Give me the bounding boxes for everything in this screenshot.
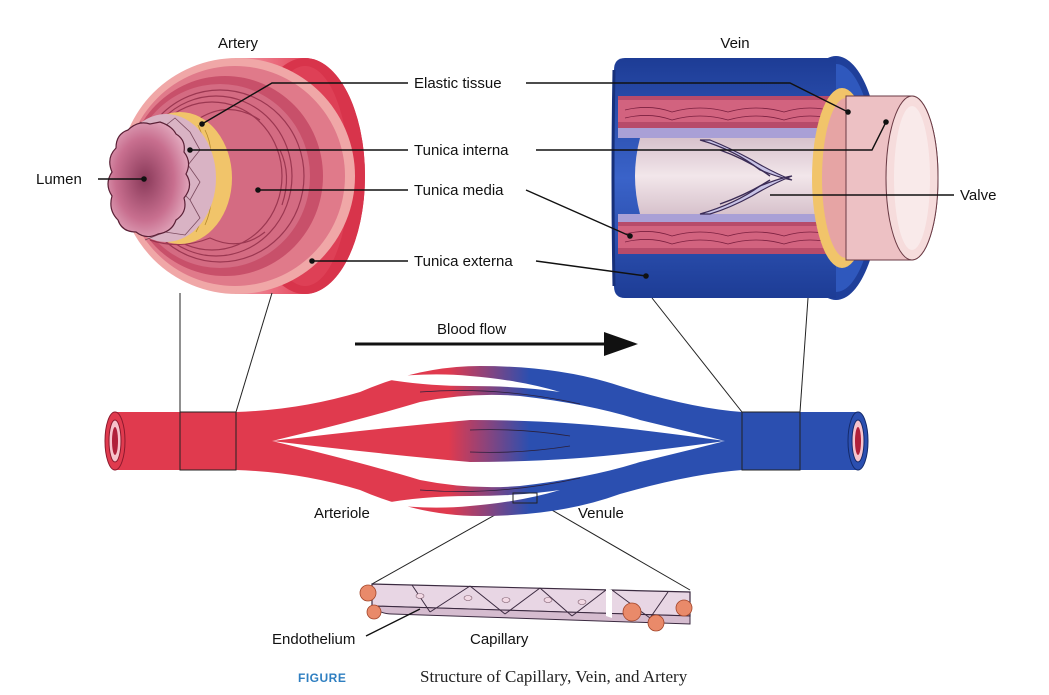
tunica-media-leader-right xyxy=(525,189,631,237)
figure-tag: FIGURE xyxy=(298,671,346,685)
tunica-interna-leader-right xyxy=(536,121,887,151)
artery-cross-section xyxy=(107,58,365,294)
valve-label: Valve xyxy=(960,187,996,204)
figure-caption: Structure of Capillary, Vein, and Artery xyxy=(420,667,688,686)
tunica-media-dot-left xyxy=(255,187,261,193)
artery-label: Artery xyxy=(218,35,259,52)
capillary-closeup xyxy=(359,583,693,632)
artery-zoom-box xyxy=(179,411,237,471)
venule-label: Venule xyxy=(578,505,624,522)
tunica-media-label: Tunica media xyxy=(414,182,504,199)
tunica-externa-label: Tunica externa xyxy=(414,253,513,270)
vessel-network xyxy=(104,366,869,516)
tunica-externa-dot-right xyxy=(643,273,649,279)
vein-cross-section xyxy=(611,56,939,300)
vein-label: Vein xyxy=(720,35,749,52)
tunica-media-dot-right xyxy=(627,233,633,239)
lumen-label: Lumen xyxy=(36,171,82,188)
elastic-tissue-leader-right xyxy=(526,82,849,113)
tunica-interna-dot-left xyxy=(187,147,193,153)
tunica-externa-leader-right xyxy=(535,260,647,277)
blood-flow-label: Blood flow xyxy=(437,321,506,338)
blood-flow-arrow: Blood flow xyxy=(355,321,638,356)
elastic-tissue-dot-left xyxy=(199,121,205,127)
endothelium-leader xyxy=(365,608,421,637)
endothelium-label: Endothelium xyxy=(272,631,355,648)
arteriole-label: Arteriole xyxy=(314,505,370,522)
capillary-label: Capillary xyxy=(470,631,529,648)
capillary-zoom-box xyxy=(512,492,538,504)
lumen-leader-dot xyxy=(141,176,147,182)
tunica-externa-dot-left xyxy=(309,258,315,264)
tunica-interna-dot-right xyxy=(883,119,889,125)
elastic-tissue-dot-right xyxy=(845,109,851,115)
elastic-tissue-leader-left xyxy=(201,82,408,125)
tunica-interna-label: Tunica interna xyxy=(414,142,509,159)
layer-labels: Elastic tissue Tunica interna Tunica med… xyxy=(187,75,996,279)
vein-zoom-box xyxy=(741,411,801,471)
elastic-tissue-label: Elastic tissue xyxy=(414,75,502,92)
